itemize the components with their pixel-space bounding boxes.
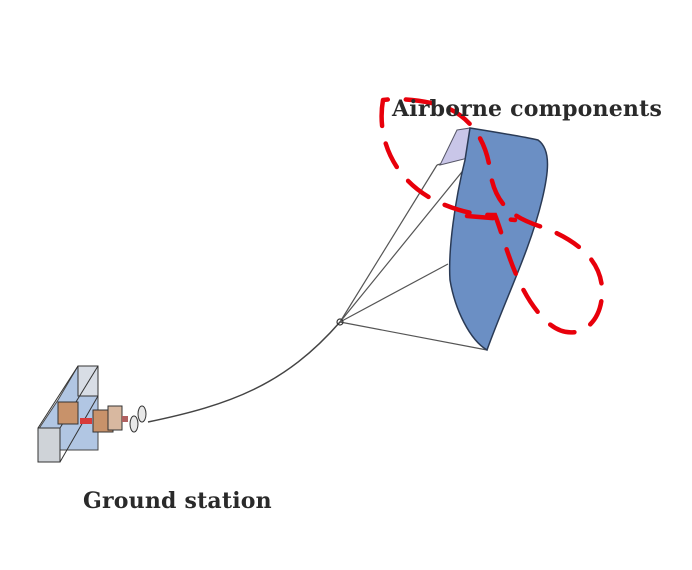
ground-station — [37, 365, 147, 463]
annotation-dashed-figure-eight — [379, 96, 605, 335]
airborne-components-label: Airborne components — [392, 96, 663, 122]
tether-line — [147, 321, 341, 423]
ground-station-label: Ground station — [83, 488, 272, 514]
bridle-knot — [336, 318, 344, 326]
kite-wing — [448, 127, 549, 352]
